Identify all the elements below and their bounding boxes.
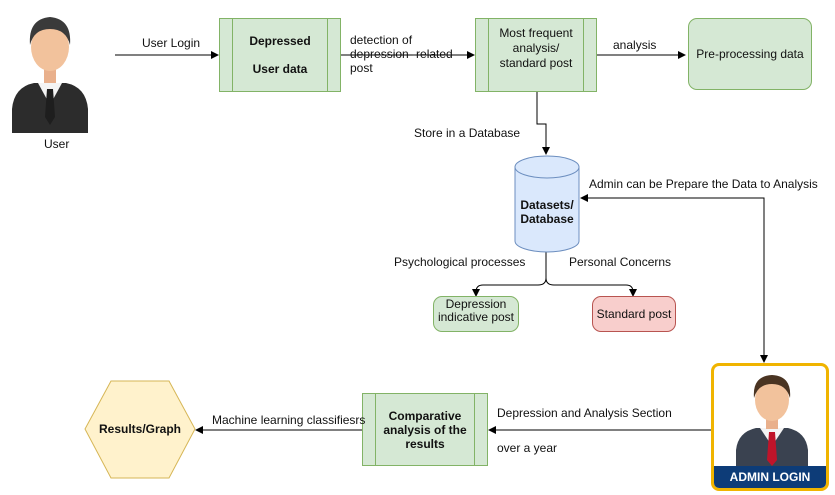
most-frequent-node: Most frequent analysis/ standard post [475,18,597,92]
edge-label-depression-section: Depression and Analysis Section [497,406,672,420]
edge-label-personal: Personal Concerns [569,255,672,269]
preprocessing-node: Pre-processing data [688,18,812,90]
depression-post-node: Depression indicative post [433,296,519,332]
database-cylinder [514,155,580,253]
depressed-user-data-label: Depressed User data [249,34,311,76]
edge-label-ml-classifiers: Machine learning classifiesrs [212,413,366,427]
user-avatar-icon [12,17,88,133]
comparative-label: Comparative analysis of the results [383,408,467,451]
standard-post-label: Standard post [596,307,672,321]
edge-label-user-login: User Login [142,36,201,50]
edge-database-to-standard-post [545,277,637,297]
admin-login-node[interactable]: ADMIN LOGIN [711,363,829,491]
depressed-user-data-node: Depressed User data [219,18,341,92]
edge-label-analysis: analysis [613,38,657,52]
depression-post-label: Depression indicative post [437,297,515,324]
edge-database-to-depression-post [472,252,547,297]
admin-login-banner: ADMIN LOGIN [714,466,826,488]
edge-label-detection: detection of depression -related post [350,33,453,75]
most-frequent-label: Most frequent analysis/ standard post [499,25,573,70]
edge-admin-to-database [580,194,765,362]
comparative-node: Comparative analysis of the results [362,393,488,466]
user-label: User [44,137,70,151]
preprocessing-label: Pre-processing data [696,47,804,61]
database-label: Datasets/ Database [520,198,574,226]
admin-avatar-icon [736,375,808,470]
results-label: Results/Graph [98,422,182,436]
edge-label-over-year: over a year [497,441,558,455]
edge-frequent-to-database [536,92,550,155]
edge-label-store: Store in a Database [414,126,521,140]
results-hexagon [84,380,196,479]
edge-label-admin-prepare: Admin can be Prepare the Data to Analysi… [589,177,818,191]
edge-label-psychological: Psychological processes [394,255,526,269]
standard-post-node: Standard post [592,296,676,332]
